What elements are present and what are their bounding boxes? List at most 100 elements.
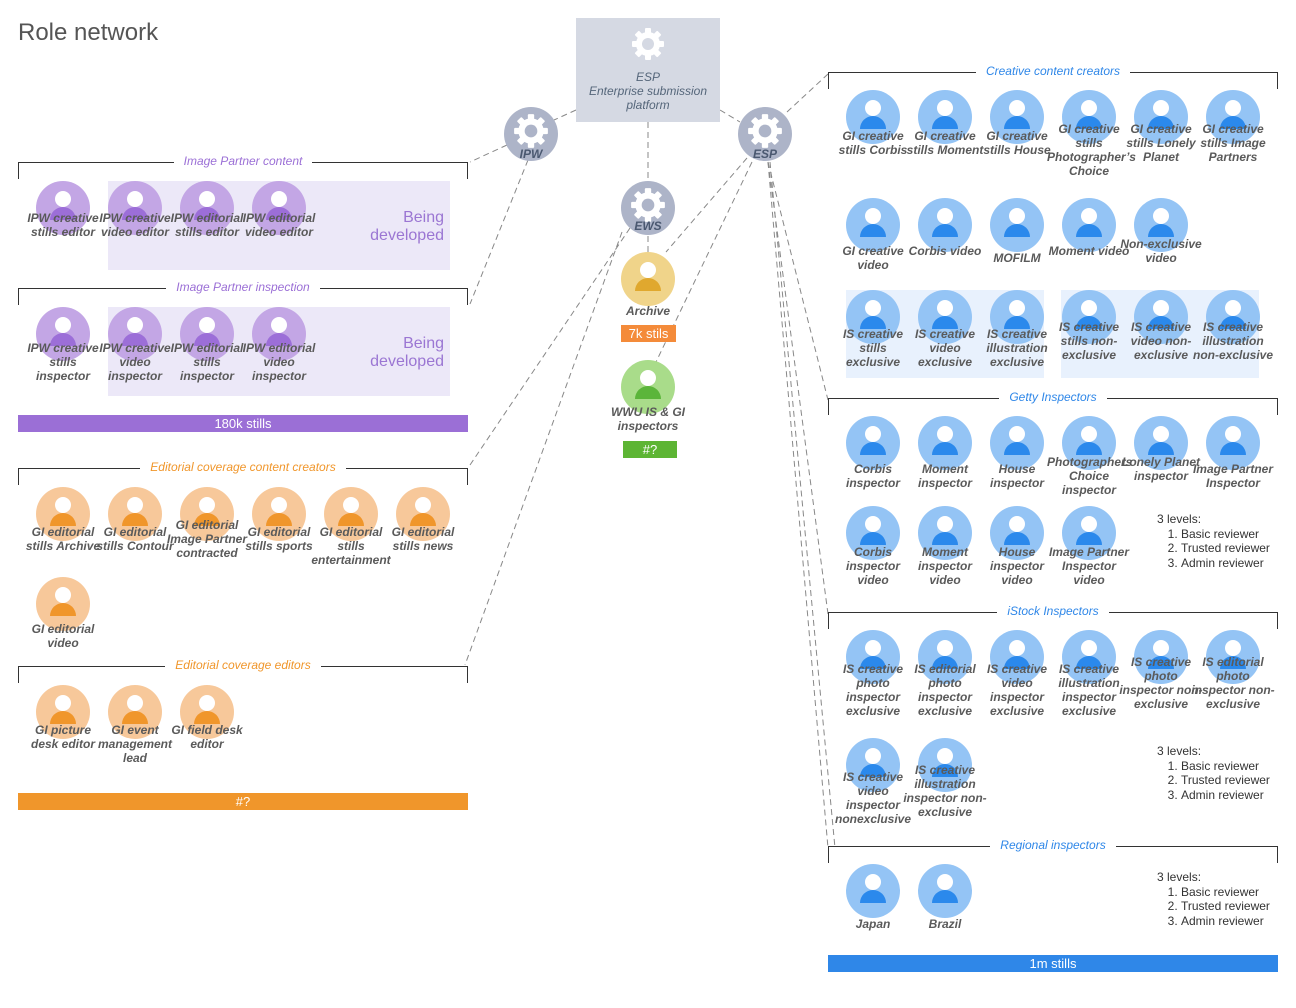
- role-node[interactable]: [1062, 630, 1116, 684]
- role-node[interactable]: [990, 506, 1044, 560]
- person-icon: [199, 695, 215, 711]
- role-node[interactable]: [846, 290, 900, 344]
- section-editorial-content-creators: Editorial coverage content creators: [18, 460, 468, 485]
- role-node[interactable]: [918, 90, 972, 144]
- person-icon: [1009, 208, 1025, 224]
- role-label: IPW creative stills inspector: [27, 341, 99, 383]
- role-node[interactable]: [1206, 630, 1260, 684]
- role-label: Corbis video: [908, 244, 982, 258]
- role-label: IS creative video exclusive: [914, 327, 976, 369]
- review-levels-getty: 3 levels: Basic reviewer Trusted reviewe…: [1157, 512, 1270, 570]
- role-node[interactable]: [252, 307, 306, 361]
- role-node[interactable]: [108, 307, 162, 361]
- section-regional-inspectors: Regional inspectors: [828, 838, 1278, 863]
- wwu-inspectors-node[interactable]: [621, 360, 675, 414]
- section-title: Editorial coverage content creators: [140, 460, 346, 474]
- role-node[interactable]: [108, 685, 162, 739]
- wwu-inspectors-label: WWU IS & GI inspectors: [611, 405, 685, 433]
- role-node[interactable]: [396, 487, 450, 541]
- esp-platform-box[interactable]: ESP Enterprise submission platform: [576, 18, 720, 122]
- role-node[interactable]: [990, 416, 1044, 470]
- role-node[interactable]: [1134, 630, 1188, 684]
- role-node[interactable]: [990, 198, 1044, 252]
- role-node[interactable]: [846, 198, 900, 252]
- role-node[interactable]: [1134, 416, 1188, 470]
- role-node[interactable]: [990, 290, 1044, 344]
- gear-icon: [514, 114, 548, 148]
- role-node[interactable]: [108, 181, 162, 235]
- role-node[interactable]: [918, 738, 972, 792]
- role-node[interactable]: [918, 416, 972, 470]
- role-node[interactable]: [36, 577, 90, 631]
- archive-node[interactable]: [621, 252, 675, 306]
- role-node[interactable]: [36, 487, 90, 541]
- role-node[interactable]: [252, 181, 306, 235]
- section-title: Creative content creators: [975, 64, 1131, 78]
- role-node[interactable]: [846, 630, 900, 684]
- role-node[interactable]: [990, 630, 1044, 684]
- person-body: [1220, 656, 1246, 669]
- role-node[interactable]: [846, 506, 900, 560]
- role-node[interactable]: [1206, 290, 1260, 344]
- role-node[interactable]: [36, 181, 90, 235]
- role-node[interactable]: [1062, 506, 1116, 560]
- role-label: IPW creative video inspector: [99, 341, 171, 383]
- role-node[interactable]: [180, 181, 234, 235]
- role-node[interactable]: [918, 864, 972, 918]
- role-node[interactable]: [846, 416, 900, 470]
- role-node[interactable]: [180, 487, 234, 541]
- role-label: IS creative illustration exclusive: [986, 327, 1048, 369]
- role-node[interactable]: [846, 864, 900, 918]
- person-body: [1004, 224, 1030, 237]
- person-icon: [640, 262, 656, 278]
- role-label: IPW editorial stills inspector: [170, 341, 244, 383]
- role-node[interactable]: [36, 307, 90, 361]
- role-node[interactable]: [1062, 198, 1116, 252]
- person-icon: [937, 516, 953, 532]
- role-node[interactable]: [1062, 416, 1116, 470]
- person-body: [1004, 532, 1030, 545]
- role-node[interactable]: [918, 290, 972, 344]
- role-node[interactable]: [918, 198, 972, 252]
- role-node[interactable]: [324, 487, 378, 541]
- person-icon: [127, 497, 143, 513]
- role-node[interactable]: [918, 506, 972, 560]
- role-node[interactable]: [918, 630, 972, 684]
- role-node[interactable]: [1206, 416, 1260, 470]
- role-node[interactable]: [1134, 198, 1188, 252]
- role-label: GI creative stills House: [983, 129, 1051, 157]
- ews-hub[interactable]: [621, 181, 675, 235]
- role-node[interactable]: [1206, 90, 1260, 144]
- role-node[interactable]: [846, 90, 900, 144]
- esp-hub[interactable]: [738, 107, 792, 161]
- person-icon: [415, 497, 431, 513]
- levels-title: 3 levels:: [1157, 744, 1202, 758]
- level-item: Trusted reviewer: [1181, 541, 1270, 556]
- role-label: Image Partner Inspector: [1192, 462, 1274, 490]
- role-node[interactable]: [252, 487, 306, 541]
- person-body: [266, 513, 292, 526]
- ipw-hub[interactable]: [504, 107, 558, 161]
- person-body: [50, 513, 76, 526]
- role-node[interactable]: [180, 307, 234, 361]
- person-icon: [55, 587, 71, 603]
- role-node[interactable]: [1134, 90, 1188, 144]
- person-body: [1220, 116, 1246, 129]
- person-icon: [271, 191, 287, 207]
- person-body: [1148, 224, 1174, 237]
- person-body: [932, 656, 958, 669]
- role-node[interactable]: [1134, 290, 1188, 344]
- role-label: Photographers Choice inspector: [1047, 455, 1133, 497]
- person-body: [860, 224, 886, 237]
- role-label: GI editorial stills Contour: [96, 525, 174, 553]
- role-label: IS creative photo inspector exclusive: [842, 662, 904, 718]
- role-node[interactable]: [36, 685, 90, 739]
- role-node[interactable]: [990, 90, 1044, 144]
- section-istock-inspectors: iStock Inspectors: [828, 604, 1278, 629]
- role-node[interactable]: [180, 685, 234, 739]
- person-icon: [937, 874, 953, 890]
- role-node[interactable]: [1062, 90, 1116, 144]
- role-node[interactable]: [108, 487, 162, 541]
- role-node[interactable]: [846, 738, 900, 792]
- role-node[interactable]: [1062, 290, 1116, 344]
